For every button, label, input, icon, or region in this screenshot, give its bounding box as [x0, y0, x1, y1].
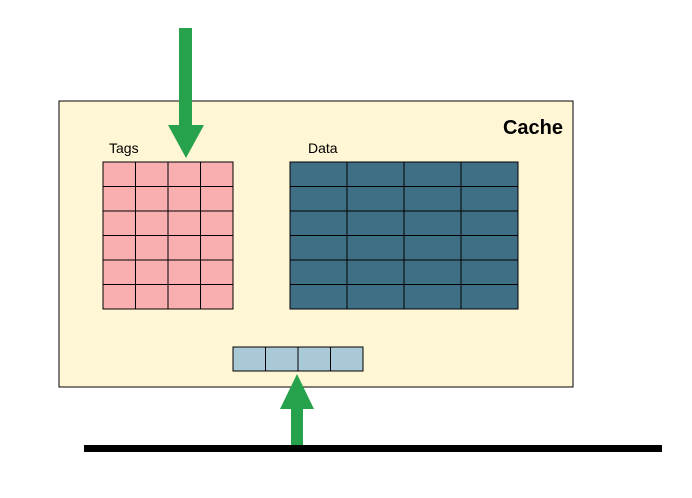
address-register-cell-r0-c1 — [265, 346, 299, 372]
data-cell-r0-c2 — [403, 161, 462, 187]
tags-cell-r2-c1 — [135, 210, 169, 236]
tags-cell-r2-c0 — [102, 210, 136, 236]
data-cell-r1-c3 — [460, 186, 519, 212]
address-in-arrow-icon — [280, 374, 314, 446]
tags-cell-r1-c2 — [167, 186, 201, 212]
tags-cell-r4-c2 — [167, 259, 201, 285]
tag-lookup-arrow-head — [168, 125, 204, 158]
tags-cell-r4-c3 — [200, 259, 234, 285]
tags-cell-r4-c0 — [102, 259, 136, 285]
data-cell-r0-c1 — [346, 161, 405, 187]
tags-cell-r3-c1 — [135, 235, 169, 261]
data-cell-r3-c2 — [403, 235, 462, 261]
data-cell-r4-c2 — [403, 259, 462, 285]
address-register — [232, 346, 364, 372]
data-array — [289, 161, 519, 310]
tags-cell-r0-c1 — [135, 161, 169, 187]
tags-cell-r0-c0 — [102, 161, 136, 187]
data-cell-r2-c2 — [403, 210, 462, 236]
data-cell-r3-c1 — [346, 235, 405, 261]
data-label: Data — [308, 140, 338, 156]
cache-title: Cache — [503, 117, 563, 139]
tags-cell-r3-c2 — [167, 235, 201, 261]
tags-array — [102, 161, 234, 310]
data-cell-r0-c0 — [289, 161, 348, 187]
tags-cell-r2-c2 — [167, 210, 201, 236]
tags-cell-r1-c3 — [200, 186, 234, 212]
tags-cell-r0-c2 — [167, 161, 201, 187]
tags-cell-r5-c0 — [102, 284, 136, 310]
tag-lookup-arrow-icon — [168, 28, 204, 158]
data-cell-r4-c0 — [289, 259, 348, 285]
address-in-arrow-head — [280, 374, 314, 409]
data-cell-r5-c2 — [403, 284, 462, 310]
data-cell-r4-c1 — [346, 259, 405, 285]
data-cell-r3-c3 — [460, 235, 519, 261]
tags-cell-r5-c1 — [135, 284, 169, 310]
data-cell-r2-c0 — [289, 210, 348, 236]
data-cell-r2-c3 — [460, 210, 519, 236]
tags-cell-r5-c2 — [167, 284, 201, 310]
data-cell-r2-c1 — [346, 210, 405, 236]
data-cell-r1-c1 — [346, 186, 405, 212]
tags-cell-r0-c3 — [200, 161, 234, 187]
tags-label: Tags — [109, 140, 139, 156]
data-cell-r5-c0 — [289, 284, 348, 310]
data-cell-r4-c3 — [460, 259, 519, 285]
tag-lookup-arrow-shaft — [179, 28, 192, 126]
address-register-cell-r0-c2 — [297, 346, 331, 372]
tags-cell-r3-c3 — [200, 235, 234, 261]
tags-cell-r3-c0 — [102, 235, 136, 261]
tags-cell-r2-c3 — [200, 210, 234, 236]
data-cell-r5-c3 — [460, 284, 519, 310]
data-cell-r3-c0 — [289, 235, 348, 261]
tags-cell-r5-c3 — [200, 284, 234, 310]
data-cell-r5-c1 — [346, 284, 405, 310]
data-cell-r1-c0 — [289, 186, 348, 212]
address-register-cell-r0-c3 — [330, 346, 364, 372]
address-in-arrow-shaft — [291, 408, 303, 446]
data-cell-r0-c3 — [460, 161, 519, 187]
tags-cell-r4-c1 — [135, 259, 169, 285]
tags-cell-r1-c1 — [135, 186, 169, 212]
bus-line — [84, 445, 662, 452]
tags-cell-r1-c0 — [102, 186, 136, 212]
address-register-cell-r0-c0 — [232, 346, 266, 372]
data-cell-r1-c2 — [403, 186, 462, 212]
